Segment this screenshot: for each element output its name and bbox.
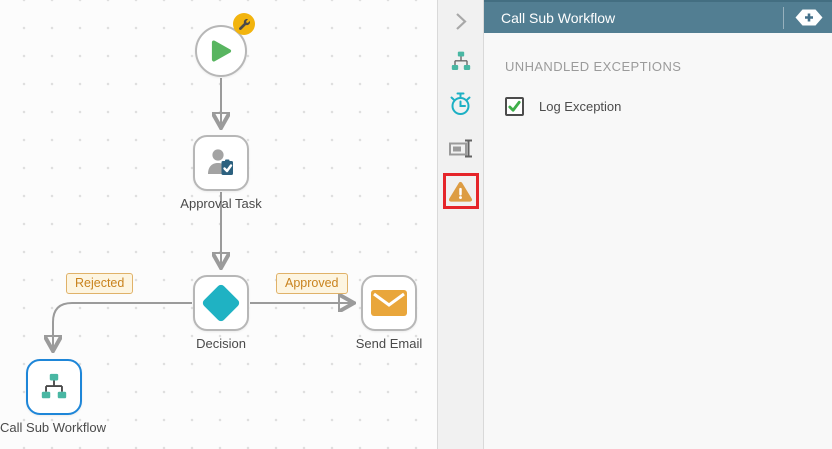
- sub-workflow-icon: [451, 51, 470, 70]
- decision-label: Decision: [196, 336, 246, 351]
- header-divider: [783, 6, 784, 29]
- log-exception-label: Log Exception: [539, 99, 622, 114]
- decision-node[interactable]: [193, 275, 249, 331]
- expand-panel-button[interactable]: [443, 3, 479, 39]
- section-title: UNHANDLED EXCEPTIONS: [505, 59, 682, 74]
- envelope-icon: [371, 290, 407, 316]
- play-icon: [211, 40, 232, 62]
- checkmark-icon: [508, 100, 521, 112]
- properties-toolbar: [438, 0, 484, 449]
- rejected-edge-label[interactable]: Rejected: [66, 273, 134, 294]
- sub-workflow-icon: [41, 373, 67, 399]
- timer-icon: [450, 92, 471, 115]
- tab-exceptions[interactable]: [442, 173, 479, 209]
- decision-diamond-icon: [201, 283, 241, 323]
- panel-body: UNHANDLED EXCEPTIONS Log Exception: [484, 33, 832, 449]
- warning-triangle-icon: [449, 181, 473, 202]
- send-email-label: Send Email: [355, 336, 423, 351]
- user-task-icon: [208, 149, 233, 175]
- approval-task-label: Approval Task: [180, 196, 262, 211]
- wrench-badge-icon[interactable]: [233, 13, 255, 35]
- call-sub-workflow-node[interactable]: [26, 359, 82, 415]
- wrench-icon: [238, 18, 250, 30]
- chevron-right-icon: [455, 12, 467, 30]
- log-exception-checkbox[interactable]: [505, 97, 524, 116]
- properties-panel: Call Sub Workflow UNHANDLED EXCEPTIONS L…: [484, 0, 832, 449]
- send-email-node[interactable]: [361, 275, 417, 331]
- call-sub-workflow-label: Call Sub Workflow: [0, 420, 106, 435]
- approval-task-node[interactable]: [193, 135, 249, 191]
- tab-sub-workflow[interactable]: [443, 43, 479, 79]
- tab-timer[interactable]: [443, 86, 479, 122]
- add-variable-tag-icon[interactable]: [795, 9, 823, 26]
- workflow-connectors: [0, 78, 438, 449]
- panel-header: Call Sub Workflow: [484, 0, 832, 33]
- workflow-canvas[interactable]: Approval Task Decision Send Email Call S…: [0, 0, 438, 449]
- approved-edge-label[interactable]: Approved: [276, 273, 348, 294]
- tab-rename[interactable]: [443, 130, 479, 166]
- rename-icon: [448, 139, 472, 157]
- panel-title: Call Sub Workflow: [501, 9, 616, 26]
- log-exception-row: Log Exception: [505, 97, 832, 116]
- start-node[interactable]: [195, 13, 255, 77]
